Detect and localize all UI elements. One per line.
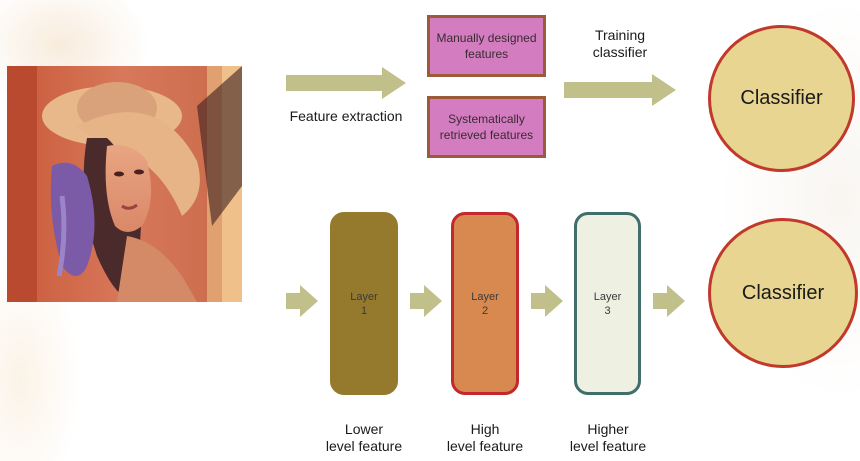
classifier-top: Classifier bbox=[708, 25, 855, 172]
layer-2-box: Layer 2 bbox=[451, 212, 519, 395]
arrow-to-classifier bbox=[564, 74, 676, 106]
layer-1-level-label: Lower level feature bbox=[325, 421, 403, 454]
arrow-to-layer1 bbox=[286, 285, 318, 317]
classifier-top-label: Classifier bbox=[740, 87, 823, 109]
layer-1-box: Layer 1 bbox=[330, 212, 398, 395]
layer-2-level-label: High level feature bbox=[446, 421, 524, 454]
layer-3-label: Layer 3 bbox=[593, 290, 622, 317]
feature-box-manual-label: Manually designed features bbox=[436, 31, 537, 61]
feature-box-manual: Manually designed features bbox=[427, 15, 546, 77]
arrow-to-layer3 bbox=[531, 285, 563, 317]
classifier-bottom-label: Classifier bbox=[741, 281, 825, 304]
layer-1-label: Layer 1 bbox=[350, 290, 378, 317]
portrait-image bbox=[7, 66, 242, 302]
arrow-to-layer2 bbox=[410, 285, 442, 317]
feature-box-systematic-label: Systematically retrieved features bbox=[439, 112, 534, 142]
feature-extraction-label: Feature extraction bbox=[289, 108, 403, 124]
arrow-to-features bbox=[286, 67, 406, 99]
layer-2-label: Layer 2 bbox=[471, 290, 499, 317]
feature-box-systematic: Systematically retrieved features bbox=[427, 96, 546, 158]
training-classifier-label: Training classifier bbox=[592, 27, 648, 60]
input-photo bbox=[7, 66, 242, 302]
layer-3-level-label: Higher level feature bbox=[569, 421, 647, 454]
arrow-to-classifier-bottom bbox=[653, 285, 685, 317]
layer-3-box: Layer 3 bbox=[574, 212, 641, 395]
classifier-bottom: Classifier bbox=[708, 218, 858, 368]
